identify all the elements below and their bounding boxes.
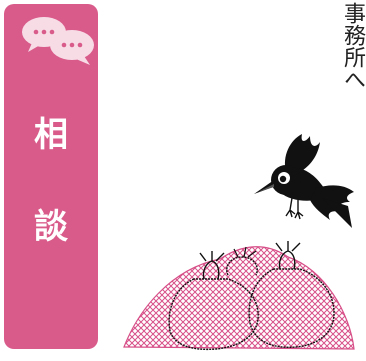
consultation-banner: 相 談 — [4, 4, 98, 349]
speech-bubbles-icon — [22, 17, 94, 65]
banner-char-1: 相 — [34, 115, 68, 155]
banner-char-2: 談 — [34, 207, 68, 247]
garbage-bags-with-net-icon — [123, 241, 355, 351]
crow-icon — [254, 134, 354, 228]
vertical-message: 事務所へ — [340, 2, 365, 90]
